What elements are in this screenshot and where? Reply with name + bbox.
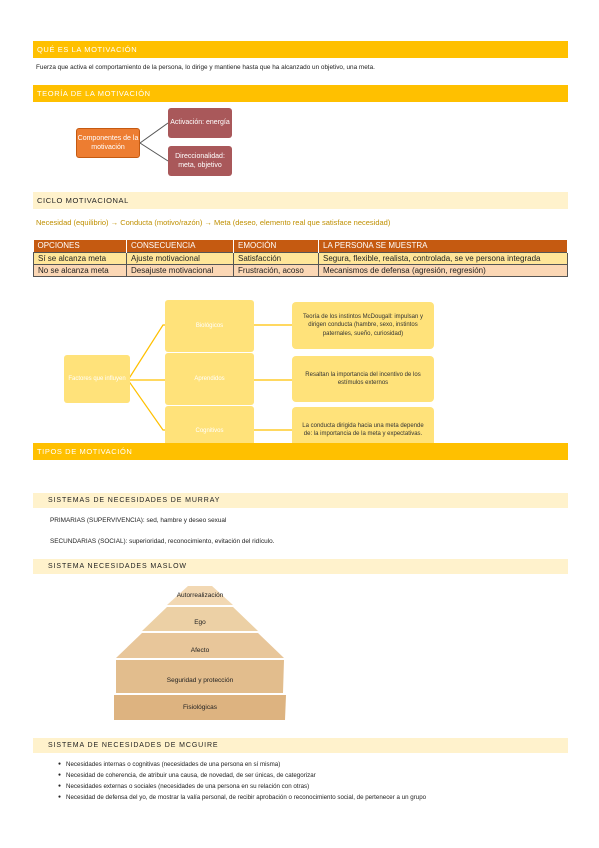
table-cell: No se alcanza meta	[33, 263, 127, 277]
factor-desc-aprendidos: Resaltan la importancia del incentivo de…	[292, 356, 434, 402]
pyramid-level-afecto	[116, 633, 284, 658]
table-header: OPCIONES	[33, 240, 127, 252]
pyramid-label: Autorrealización	[176, 592, 224, 599]
pyramid-level-fisiologicas	[114, 695, 286, 720]
pyramid-label: Seguridad y protección	[166, 677, 234, 684]
connector-line	[139, 142, 169, 162]
murray-primarias: PRIMARIAS (SUPERVIVENCIA): sed, hambre y…	[50, 517, 227, 524]
factor-desc-biologicos: Teoría de los instintos McDougall: impul…	[292, 302, 434, 349]
table-row: No se alcanza meta Desajuste motivaciona…	[33, 263, 568, 277]
mcguire-list: Necesidades internas o cognitivas (neces…	[58, 759, 426, 803]
list-item: Necesidades internas o cognitivas (neces…	[58, 759, 426, 770]
table-header: LA PERSONA SE MUESTRA	[318, 240, 568, 252]
definition-text: Fuerza que activa el comportamiento de l…	[36, 64, 375, 71]
factor-aprendidos: Aprendidos	[165, 353, 254, 405]
murray-secundarias: SECUNDARIAS (SOCIAL): superioridad, reco…	[50, 538, 275, 545]
table-header: CONSECUENCIA	[126, 240, 234, 252]
table-header: EMOCIÓN	[233, 240, 319, 252]
list-item: Necesidad de defensa del yo, de mostrar …	[58, 792, 426, 803]
pyramid-label: Afecto	[190, 647, 210, 654]
murray-heading: SISTEMAS DE NECESIDADES DE MURRAY	[33, 493, 568, 508]
section-heading-tipos: TIPOS DE MOTIVACIÓN	[33, 443, 568, 460]
table-cell: Segura, flexible, realista, controlada, …	[318, 251, 568, 265]
factores-root: Factores que influyen	[64, 355, 130, 403]
table-cell: Ajuste motivacional	[126, 251, 234, 265]
section-heading-teoria: TEORÍA DE LA MOTIVACIÓN	[33, 85, 568, 102]
pyramid-label: Fisiológicas	[183, 704, 217, 711]
list-item: Necesidad de coherencia, de atribuir una…	[58, 770, 426, 781]
connector-line	[139, 122, 169, 144]
factor-biologicos: Biológicos	[165, 300, 254, 352]
table-header-row: OPCIONES CONSECUENCIA EMOCIÓN LA PERSONA…	[33, 240, 568, 252]
section-heading-ciclo: CICLO MOTIVACIONAL	[33, 192, 568, 209]
ciclo-sequence: Necesidad (equilibrio) → Conducta (motiv…	[36, 218, 391, 227]
table-cell: Mecanismos de defensa (agresión, regresi…	[318, 263, 568, 277]
mcguire-heading: SISTEMA DE NECESIDADES DE MCGUIRE	[33, 738, 568, 753]
diagram-node-direccionalidad: Direccionalidad: meta, objetivo	[168, 146, 232, 176]
table-row: Sí se alcanza meta Ajuste motivacional S…	[33, 251, 568, 265]
diagram-node-activacion: Activación: energía	[168, 108, 232, 138]
table-cell: Satisfacción	[233, 251, 319, 265]
pyramid-label: Ego	[194, 619, 206, 626]
section-heading-que-es: QUÉ ES LA MOTIVACIÓN	[33, 41, 568, 58]
table-cell: Desajuste motivacional	[126, 263, 234, 277]
table-cell: Frustración, acoso	[233, 263, 319, 277]
pyramid-level-autorrealizacion	[167, 586, 233, 605]
pyramid-level-seguridad	[116, 660, 284, 693]
diagram-root-componentes: Componentes de la motivación	[76, 128, 140, 158]
list-item: Necesidades externas o sociales (necesid…	[58, 781, 426, 792]
pyramid-level-ego	[142, 607, 258, 631]
motivation-table: OPCIONES CONSECUENCIA EMOCIÓN LA PERSONA…	[33, 240, 568, 277]
maslow-heading: SISTEMA NECESIDADES MASLOW	[33, 559, 568, 574]
